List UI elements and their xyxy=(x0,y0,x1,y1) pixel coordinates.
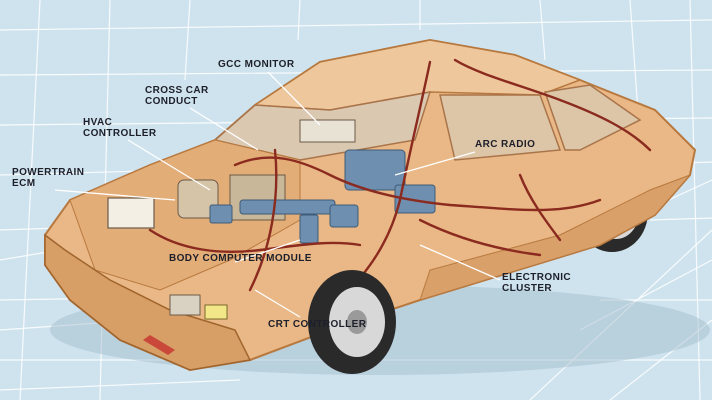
leader-lines xyxy=(54,71,501,318)
instrument-cluster xyxy=(299,119,356,143)
label-crt-controller: CRT CONTROLLER xyxy=(268,319,367,330)
front-wheel xyxy=(308,270,396,374)
electronic-modules xyxy=(209,149,436,244)
label-powertrain-ecm: POWERTRAIN ECM xyxy=(12,167,85,189)
label-hvac-controller: HVAC CONTROLLER xyxy=(83,117,157,139)
label-cross-car-conduct: CROSS CAR CONDUCT xyxy=(145,85,209,107)
label-body-computer-module: BODY COMPUTER MODULE xyxy=(169,253,312,264)
wiring-harness xyxy=(148,58,652,302)
front-grille xyxy=(169,294,201,316)
front-marker-light xyxy=(143,335,175,355)
label-electronic-cluster: ELECTRONIC CLUSTER xyxy=(502,272,571,294)
car-side-panel xyxy=(419,174,691,301)
rear-window xyxy=(543,84,642,151)
battery xyxy=(107,197,155,229)
label-arc-radio: ARC RADIO xyxy=(475,139,536,150)
headlight xyxy=(204,304,228,320)
label-gcc-monitor: GCC MONITOR xyxy=(218,59,295,70)
front-fascia xyxy=(44,233,252,371)
side-window xyxy=(439,94,562,161)
